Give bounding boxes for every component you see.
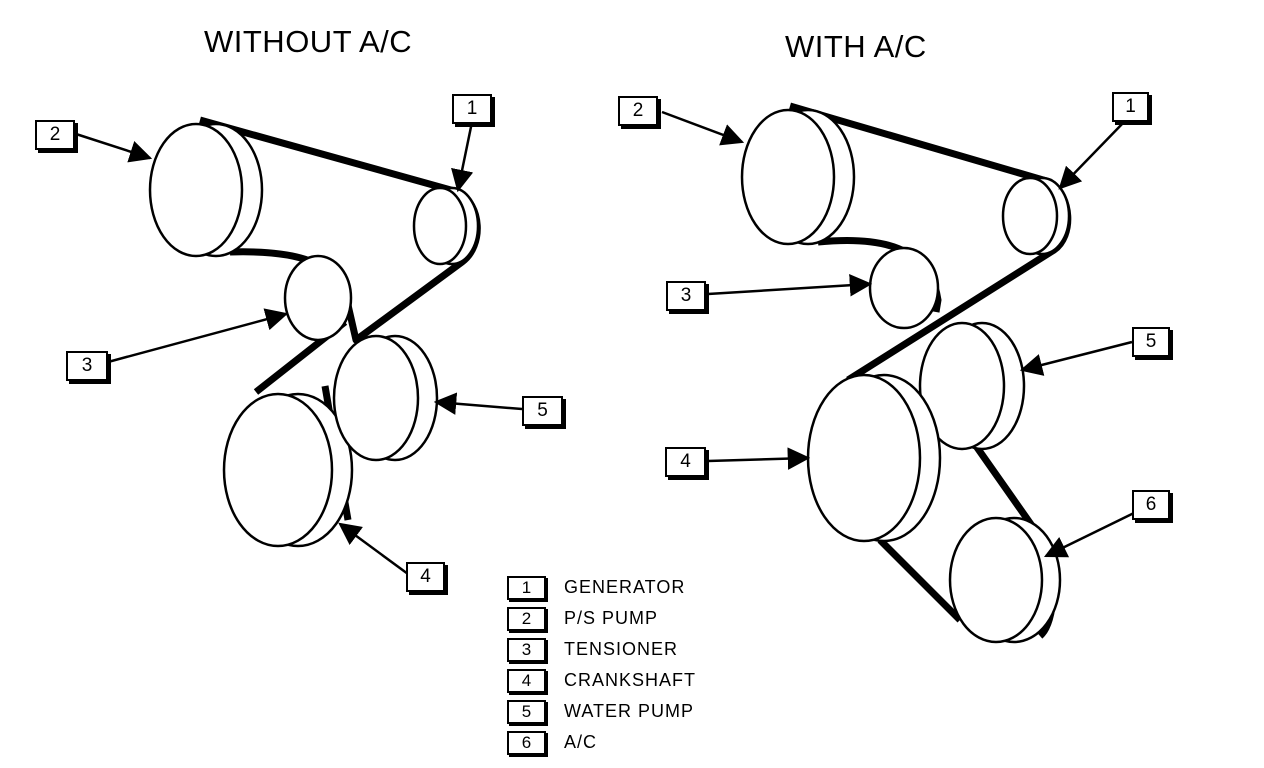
legend-number: 4	[507, 669, 546, 693]
tensioner-pulley	[868, 246, 940, 330]
callout-left-5: 5	[522, 396, 563, 426]
legend-number: 2	[507, 607, 546, 631]
leader-line-3	[107, 308, 289, 364]
legend-label: GENERATOR	[564, 577, 686, 597]
leader-line-5	[1019, 340, 1133, 376]
crankshaft-pulley	[806, 373, 942, 543]
legend-label: P/S PUMP	[564, 608, 659, 628]
callout-right-2: 2	[618, 96, 658, 126]
leader-line-1	[451, 121, 474, 193]
legend-number: 6	[507, 731, 546, 755]
water-pump-pulley	[918, 321, 1026, 451]
leader-line-2	[75, 132, 153, 163]
legend-number: 1	[507, 576, 546, 600]
tensioner-pulley	[283, 254, 353, 342]
leader-line-1	[1058, 121, 1125, 190]
callout-left-4: 4	[406, 562, 445, 592]
leader-line-4	[707, 447, 811, 470]
crankshaft-pulley	[222, 392, 354, 548]
with-ac-diagram	[661, 102, 1137, 644]
legend-number: 5	[507, 700, 546, 724]
callout-left-3: 3	[66, 351, 108, 381]
generator-pulley	[1001, 176, 1071, 256]
legend-number: 3	[507, 638, 546, 662]
diagram-title-without-ac: WITHOUT A/C	[204, 24, 413, 59]
generator-pulley	[412, 186, 480, 266]
ps-pump-pulley	[740, 108, 856, 246]
callout-left-2: 2	[35, 120, 75, 150]
ps-pump-pulley	[148, 122, 264, 258]
callout-left-1: 1	[452, 94, 492, 124]
without-ac-diagram	[75, 116, 523, 576]
callout-right-3: 3	[666, 281, 706, 311]
leader-line-6	[1043, 510, 1137, 558]
callout-right-4: 4	[665, 447, 706, 477]
callout-right-6: 6	[1132, 490, 1170, 520]
legend-label: TENSIONER	[564, 639, 679, 659]
water-pump-pulley	[332, 334, 439, 462]
legend-label: CRANKSHAFT	[564, 670, 697, 690]
leader-line-4	[338, 522, 409, 576]
leader-line-5	[433, 392, 523, 415]
leader-line-3	[707, 274, 873, 297]
leader-line-2	[661, 110, 745, 146]
callout-right-5: 5	[1132, 327, 1170, 357]
legend-label: A/C	[564, 732, 598, 752]
legend-label: WATER PUMP	[564, 701, 694, 721]
ac-compressor-pulley	[948, 516, 1062, 644]
diagram-title-with-ac: WITH A/C	[785, 29, 927, 64]
callout-right-1: 1	[1112, 92, 1149, 122]
